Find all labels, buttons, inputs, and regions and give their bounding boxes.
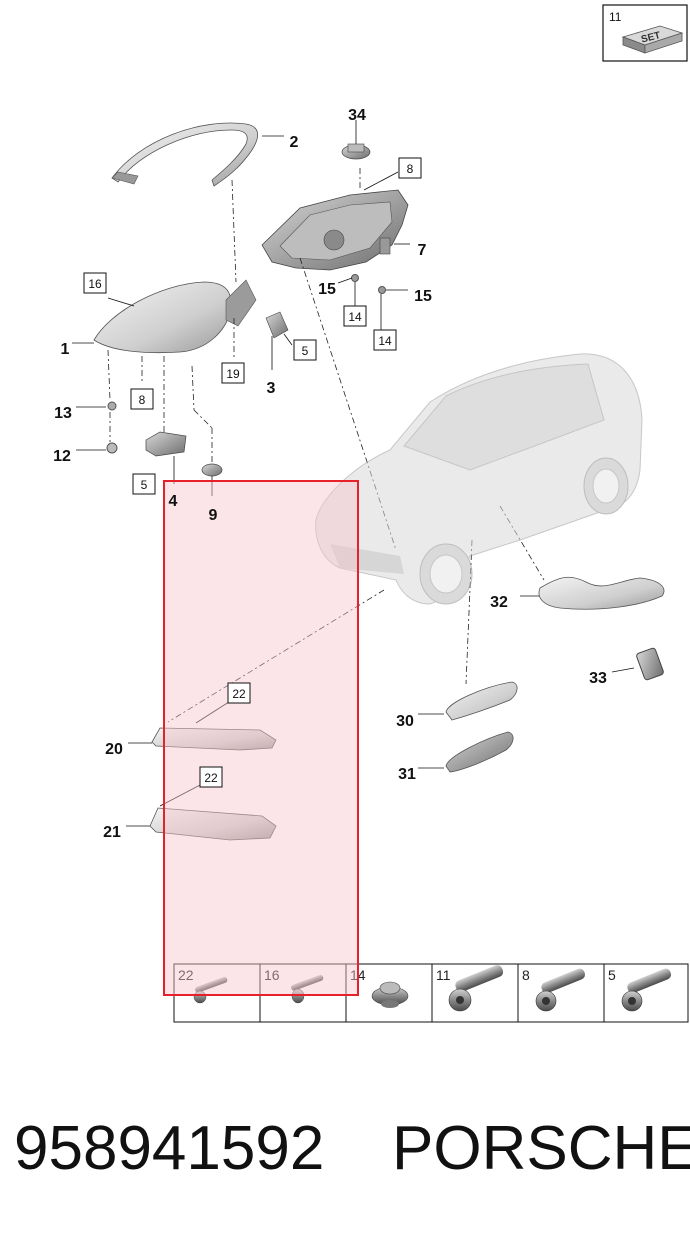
side-lamp-31-part bbox=[445, 731, 514, 773]
bolt-11-icon bbox=[448, 965, 504, 1012]
svg-text:4: 4 bbox=[169, 493, 178, 510]
svg-text:33: 33 bbox=[589, 670, 607, 687]
module-3-part bbox=[265, 311, 289, 339]
brand-name: PORSCHE bbox=[392, 1114, 690, 1183]
mirror-cap-ring-part bbox=[111, 122, 259, 187]
screw-15b-part bbox=[378, 286, 386, 294]
side-lamp-30-part bbox=[445, 681, 518, 721]
svg-text:21: 21 bbox=[103, 824, 121, 841]
mount-34-part bbox=[341, 143, 371, 160]
callout-label: 4 bbox=[169, 493, 178, 510]
callout-label: 15 bbox=[414, 288, 432, 305]
svg-text:20: 20 bbox=[105, 741, 123, 758]
callout-boxed: 8 bbox=[130, 388, 154, 410]
screw-13-part bbox=[107, 401, 117, 411]
callout-boxed: 16 bbox=[83, 272, 107, 294]
part-number: 958941592 bbox=[14, 1114, 325, 1183]
screw-12-part bbox=[106, 442, 118, 454]
fastener-number: 16 bbox=[264, 967, 280, 983]
callout-label: 2 bbox=[290, 134, 299, 151]
svg-text:8: 8 bbox=[407, 162, 414, 176]
callout-label: 20 bbox=[105, 741, 123, 758]
set-label: SET bbox=[640, 30, 662, 45]
callout-label: 12 bbox=[53, 448, 71, 465]
fastener-number: 8 bbox=[522, 967, 530, 983]
callout-label: 33 bbox=[589, 670, 607, 687]
leader-lines bbox=[72, 120, 635, 827]
callout-boxed: 5 bbox=[132, 473, 156, 495]
callout-boxed: 22 bbox=[199, 766, 223, 788]
callout-boxed: 14 bbox=[343, 305, 367, 327]
callout-label: 1 bbox=[61, 341, 70, 358]
callout-label: 7 bbox=[418, 242, 427, 259]
svg-text:34: 34 bbox=[348, 107, 366, 124]
svg-text:7: 7 bbox=[418, 242, 427, 259]
svg-text:13: 13 bbox=[54, 405, 72, 422]
callout-boxed: 14 bbox=[373, 329, 397, 351]
callout-label: 13 bbox=[54, 405, 72, 422]
callout-label: 15 bbox=[318, 281, 336, 298]
bolt-8-icon bbox=[535, 968, 586, 1012]
vehicle-illustration bbox=[315, 353, 643, 605]
callout-label: 3 bbox=[267, 380, 276, 397]
svg-text:31: 31 bbox=[398, 766, 416, 783]
callout-boxed: 19 bbox=[221, 362, 245, 384]
svg-text:5: 5 bbox=[302, 344, 309, 358]
lamp-21-part bbox=[149, 807, 277, 841]
svg-text:12: 12 bbox=[53, 448, 71, 465]
set-box: 11 SET bbox=[602, 4, 688, 62]
module-4-part bbox=[145, 431, 187, 457]
svg-text:9: 9 bbox=[209, 507, 218, 524]
set-box-number: 11 bbox=[609, 10, 622, 24]
mirror-housing-part bbox=[261, 189, 409, 271]
fastener-number: 5 bbox=[608, 967, 616, 983]
svg-text:14: 14 bbox=[348, 310, 362, 324]
svg-text:14: 14 bbox=[378, 334, 392, 348]
svg-text:30: 30 bbox=[396, 713, 414, 730]
callout-boxed: 22 bbox=[227, 682, 251, 704]
svg-text:5: 5 bbox=[141, 478, 148, 492]
svg-text:22: 22 bbox=[232, 687, 246, 701]
callout-boxed: 5 bbox=[293, 339, 317, 361]
set-kit-icon: SET bbox=[621, 25, 684, 54]
bolt-5-icon bbox=[621, 968, 672, 1012]
svg-text:1: 1 bbox=[61, 341, 70, 358]
turn-signal-32-part bbox=[538, 576, 665, 610]
highlight-region bbox=[163, 480, 359, 996]
mirror-glass-part bbox=[93, 279, 257, 354]
callout-label: 31 bbox=[398, 766, 416, 783]
svg-text:32: 32 bbox=[490, 594, 508, 611]
callout-label: 32 bbox=[490, 594, 508, 611]
callout-label: 30 bbox=[396, 713, 414, 730]
callout-label: 34 bbox=[348, 107, 366, 124]
callout-label: 9 bbox=[209, 507, 218, 524]
svg-text:16: 16 bbox=[88, 277, 102, 291]
svg-text:2: 2 bbox=[290, 134, 299, 151]
fastener-number: 11 bbox=[436, 967, 451, 983]
callout-label: 21 bbox=[103, 824, 121, 841]
fastener-number: 22 bbox=[178, 967, 194, 983]
callout-boxed: 8 bbox=[398, 157, 422, 179]
lamp-20-part bbox=[151, 727, 277, 751]
nut-9-part bbox=[201, 463, 223, 477]
clip-14-icon bbox=[371, 981, 409, 1008]
connector-33-part bbox=[636, 647, 664, 681]
screw-15a-part bbox=[351, 274, 359, 282]
svg-text:15: 15 bbox=[414, 288, 432, 305]
svg-text:22: 22 bbox=[204, 771, 218, 785]
svg-text:15: 15 bbox=[318, 281, 336, 298]
svg-text:3: 3 bbox=[267, 380, 276, 397]
svg-text:8: 8 bbox=[139, 393, 146, 407]
svg-text:19: 19 bbox=[226, 367, 240, 381]
